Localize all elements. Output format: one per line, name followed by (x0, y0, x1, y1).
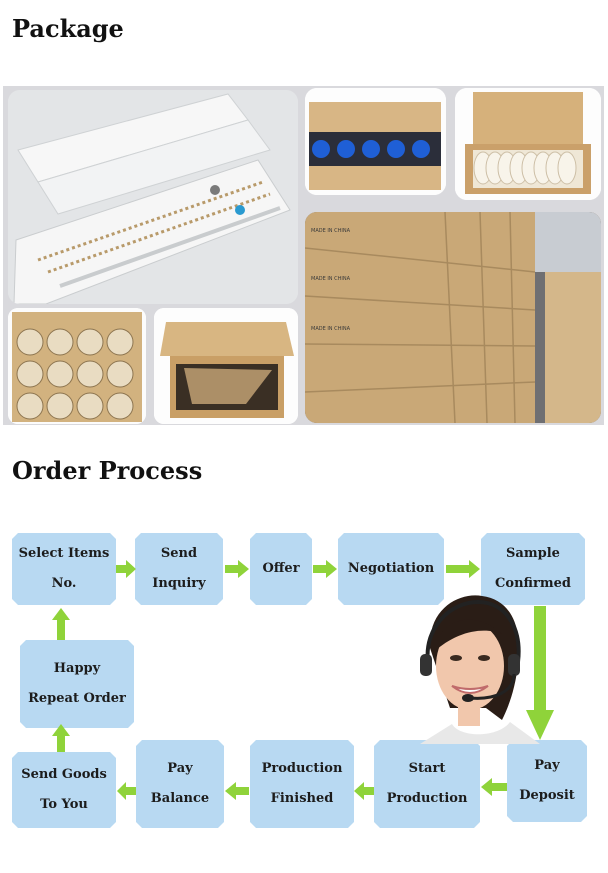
carton-print: MADE IN CHINA (311, 228, 351, 234)
carton-print: MADE IN CHINA (311, 326, 351, 332)
step-sample-confirmed: Sample Confirmed (481, 533, 585, 605)
arrow-left-icon (354, 782, 374, 800)
step-label: Sample Confirmed (495, 546, 571, 591)
photo-box-blue-caps (305, 88, 446, 195)
arrow-right-icon (313, 560, 337, 578)
step-negotiation: Negotiation (338, 533, 444, 605)
step-send-inquiry: Send Inquiry (135, 533, 223, 605)
step-start-production: Start Production (374, 740, 480, 828)
step-pay-balance: Pay Balance (136, 740, 224, 828)
photo-box-glass-funnel (154, 308, 298, 424)
arrow-up-icon (52, 724, 70, 752)
step-pay-deposit: Pay Deposit (507, 740, 587, 822)
photo-box-glass-jars (8, 308, 146, 424)
order-process-heading: Order Process (12, 456, 203, 485)
step-label: Production Finished (261, 761, 343, 806)
step-label: Select Items No. (18, 546, 110, 591)
arrow-right-icon (225, 560, 249, 578)
step-label: Start Production (386, 761, 468, 806)
arrow-up-icon (52, 608, 70, 640)
customer-service-agent-image (390, 588, 540, 744)
step-label: Send Goods To You (21, 767, 107, 812)
step-label: Send Inquiry (152, 546, 206, 591)
step-label: Offer (262, 561, 300, 576)
arrow-right-icon (446, 560, 480, 578)
step-label: Pay Deposit (519, 758, 575, 803)
step-happy-repeat-order: Happy Repeat Order (20, 640, 134, 728)
package-photo-collage: MADE IN CHINA MADE IN CHINA MADE IN CHIN… (3, 86, 604, 425)
package-heading: Package (12, 14, 124, 43)
photo-foam-tray-burettes (8, 90, 298, 304)
arrow-left-icon (481, 778, 507, 796)
step-offer: Offer (250, 533, 312, 605)
step-label: Negotiation (347, 561, 435, 576)
carton-print: MADE IN CHINA (311, 276, 351, 282)
step-production-finished: Production Finished (250, 740, 354, 828)
step-label: Pay Balance (150, 761, 210, 806)
step-select-items: Select Items No. (12, 533, 116, 605)
arrow-left-icon (225, 782, 249, 800)
photo-warehouse-cartons: MADE IN CHINA MADE IN CHINA MADE IN CHIN… (305, 212, 601, 423)
step-label: Happy Repeat Order (28, 661, 126, 706)
arrow-down-icon (526, 606, 554, 740)
arrow-right-icon (116, 560, 136, 578)
photo-box-rolls (455, 88, 601, 200)
step-send-goods: Send Goods To You (12, 752, 116, 828)
arrow-left-icon (117, 782, 136, 800)
